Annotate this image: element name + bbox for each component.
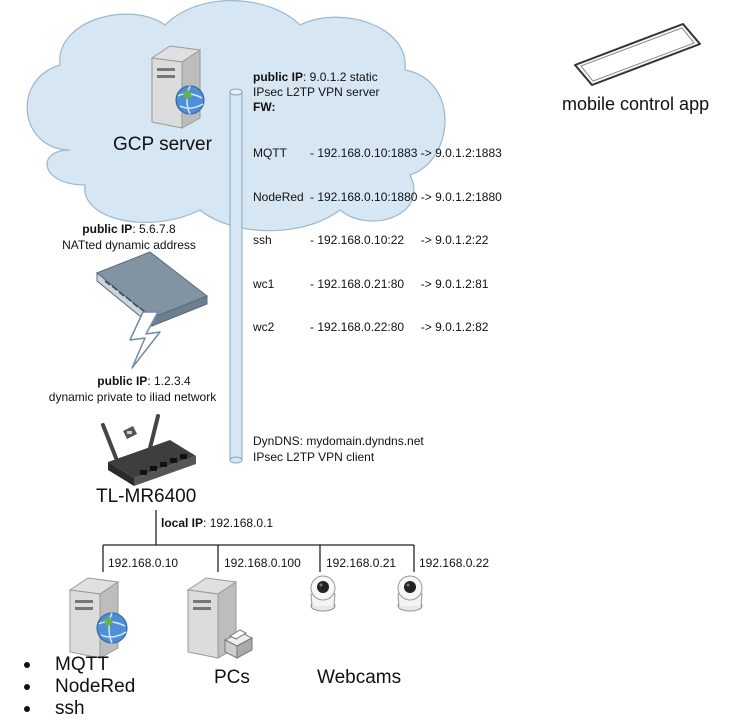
gcp-vpn-server: IPsec L2TP VPN server [253, 85, 380, 99]
bullet-icon [24, 706, 30, 712]
pc-tower-icon [186, 577, 254, 659]
webcams-label: Webcams [317, 667, 402, 688]
fw-rule-name: wc2 [253, 320, 275, 334]
isp-nat-note: NATted dynamic address [62, 238, 196, 252]
webcam-1-icon [310, 575, 336, 612]
server-services-list: MQTT NodeRed ssh [0, 654, 135, 720]
lte-public-ip-value: : 1.2.3.4 [147, 374, 191, 388]
webcam-2-icon [397, 575, 423, 612]
mobile-phone-icon [574, 23, 701, 86]
gcp-server-label: GCP server [113, 134, 212, 155]
fw-rule: NodeRed - 192.168.0.10:1880 -> 9.0.1.2:18… [253, 190, 502, 205]
gcp-public-ip-label: public IP [253, 70, 304, 84]
isp-public-ip: public IP: 5.6.7.8 [54, 222, 204, 237]
pcs-label: PCs [214, 667, 250, 688]
lan-ip-webcam-2: 192.168.0.22 [419, 556, 490, 570]
router-model-label: TL-MR6400 [96, 486, 197, 507]
lan-ip-webcam-1: 192.168.0.21 [326, 556, 397, 570]
fw-rule-mapping: - 192.168.0.21:80 -> 9.0.1.2:81 [310, 276, 489, 291]
fw-rule-mapping: - 192.168.0.10:22 -> 9.0.1.2:22 [310, 233, 489, 247]
lte-public-ip: public IP: 1.2.3.4 [54, 374, 234, 389]
gcp-server-icon [150, 45, 205, 129]
gcp-fw-label: FW: [253, 100, 276, 114]
isp-public-ip-label: public IP [82, 222, 133, 236]
dyndns-text: DynDNS: mydomain.dyndns.net [253, 434, 424, 448]
lan-server-icon [68, 577, 128, 659]
lan-ip-server: 192.168.0.10 [108, 556, 179, 570]
lte-router-icon [101, 414, 196, 486]
service-label: NodeRed [55, 676, 136, 697]
fw-rule-mapping: - 192.168.0.22:80 -> 9.0.1.2:82 [310, 320, 489, 334]
fw-rule: wc2 - 192.168.0.22:80 -> 9.0.1.2:82 [253, 320, 502, 335]
mobile-app-label: mobile control app [562, 94, 710, 114]
service-label: ssh [55, 698, 85, 719]
fw-rule: MQTT - 192.168.0.10:1883 -> 9.0.1.2:1883 [253, 146, 502, 161]
fw-rules-list: MQTT- 192.168.0.10:1883 -> 9.0.1.2:1883 … [253, 117, 502, 349]
fw-rule-mapping: - 192.168.0.10:1880 -> 9.0.1.2:1880 [310, 189, 502, 204]
gcp-public-ip: public IP: 9.0.1.2 static [253, 70, 378, 85]
gcp-public-ip-value: : 9.0.1.2 static [303, 70, 378, 84]
lan-wiring [102, 510, 415, 572]
bullet-icon [24, 662, 30, 668]
bullet-icon [24, 684, 30, 690]
fw-rule-name: ssh [253, 233, 272, 247]
fw-rule: wc1 - 192.168.0.21:80 -> 9.0.1.2:81 [253, 277, 502, 292]
list-item: ssh [0, 698, 135, 720]
lte-network-note: dynamic private to iliad network [48, 390, 217, 404]
fw-rule-name: MQTT [253, 146, 287, 160]
fw-rule: ssh - 192.168.0.10:22 -> 9.0.1.2:22 [253, 233, 502, 248]
fw-rule-name: wc1 [253, 276, 275, 291]
isp-public-ip-value: : 5.6.7.8 [132, 222, 176, 236]
list-item: NodeRed [0, 676, 135, 698]
fw-rule-name: NodeRed [253, 189, 304, 204]
local-ip: local IP: 192.168.0.1 [161, 516, 273, 531]
list-item: MQTT [0, 654, 135, 676]
fw-rule-mapping: - 192.168.0.10:1883 -> 9.0.1.2:1883 [310, 146, 502, 160]
vpn-client-text: IPsec L2TP VPN client [253, 450, 375, 464]
local-ip-label: local IP [161, 516, 204, 530]
wireless-link-icon [129, 311, 161, 369]
lte-public-ip-label: public IP [97, 374, 148, 388]
service-label: MQTT [55, 654, 109, 675]
lan-ip-pcs: 192.168.0.100 [224, 556, 301, 570]
local-ip-value: : 192.168.0.1 [203, 516, 274, 530]
vpn-tunnel-pipe [229, 88, 243, 464]
